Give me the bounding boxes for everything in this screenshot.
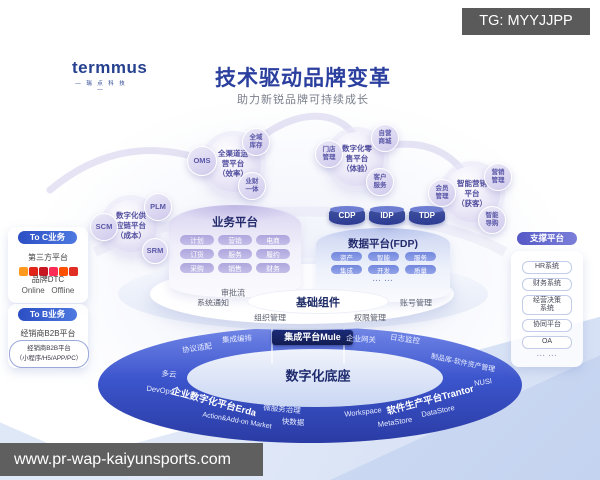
- to-b-header[interactable]: To B业务: [18, 308, 77, 321]
- inventory-circle[interactable]: 全域 库存: [242, 128, 270, 156]
- more-dots: ... ...: [372, 276, 394, 283]
- finance-business-circle[interactable]: 业财 一体: [238, 172, 266, 200]
- srm-circle[interactable]: SRM: [142, 238, 168, 264]
- cylinder-top: [330, 206, 364, 213]
- business-platform-cylinder: 业务平台 计划 营销 电商 订货 服务 履约 采购 销售 财务: [169, 205, 301, 297]
- ring-label: 多云: [161, 368, 177, 380]
- mule-integration-chip[interactable]: 集成平台Mule: [272, 330, 353, 345]
- module-pill[interactable]: 订货: [180, 249, 214, 259]
- support-item-hr[interactable]: HR系统: [522, 261, 572, 274]
- cylinder-label: CDP: [338, 211, 356, 220]
- base-components-title: 基础组件: [296, 296, 340, 309]
- support-item-decision[interactable]: 经营决策 系统: [522, 295, 572, 315]
- base-component-label: 账号管理: [400, 298, 432, 308]
- base-component-label: 组织管理: [254, 313, 286, 323]
- module-pill[interactable]: 采购: [180, 263, 214, 273]
- page-subtitle: 助力新锐品牌可持续成长: [237, 94, 369, 106]
- cylinder-top: [410, 206, 444, 213]
- app-icon[interactable]: [38, 267, 48, 276]
- module-pill[interactable]: 履约: [256, 249, 290, 259]
- ring-label: 快数据: [281, 416, 305, 428]
- tdp-cylinder[interactable]: TDP: [409, 206, 445, 225]
- self-mall-circle[interactable]: 自营 商城: [371, 124, 399, 152]
- module-pill[interactable]: 计划: [180, 235, 214, 245]
- module-pill[interactable]: 智能: [368, 252, 399, 262]
- app-icon[interactable]: [58, 267, 68, 276]
- ring-label: 集成编排: [221, 333, 253, 345]
- cylinder-label: IDP: [380, 211, 394, 220]
- logo: termmus — 瑞 点 科 技 —: [72, 58, 148, 93]
- third-party-label: 第三方平台: [28, 253, 68, 262]
- module-pill[interactable]: 财务: [256, 263, 290, 273]
- support-item-oa[interactable]: OA: [522, 336, 572, 349]
- module-pill[interactable]: 资产: [331, 252, 362, 262]
- module-pill[interactable]: 服务: [405, 252, 436, 262]
- app-icon[interactable]: [68, 267, 78, 276]
- scm-circle[interactable]: SCM: [90, 213, 118, 241]
- app-icon[interactable]: [18, 267, 28, 276]
- business-platform-title: 业务平台: [212, 217, 258, 229]
- store-management-circle[interactable]: 门店 管理: [315, 140, 343, 168]
- idp-cylinder[interactable]: IDP: [369, 206, 405, 225]
- url-watermark-bar: www.pr-wap-kaiyunsports.com: [0, 443, 263, 476]
- module-pill[interactable]: 营销: [218, 235, 252, 245]
- cylinder-top: [370, 206, 404, 213]
- plm-circle[interactable]: PLM: [144, 193, 172, 221]
- support-item-collab[interactable]: 协同平台: [522, 319, 572, 332]
- base-component-label: 系统通知: [197, 298, 229, 308]
- customer-service-circle[interactable]: 客户 服务: [366, 168, 394, 196]
- cylinder-label: TDP: [419, 211, 435, 220]
- online-label: Online: [21, 286, 45, 295]
- logo-wordmark: termmus: [72, 58, 148, 77]
- data-platform-title: 数据平台(FDP): [348, 238, 418, 250]
- offline-label: Offline: [51, 286, 75, 295]
- b2b-platform-pill[interactable]: 经销商B2B平台 （小程序/H5/APP/PC）: [9, 340, 89, 368]
- base-component-label: 审批流: [221, 288, 245, 298]
- support-item-finance[interactable]: 财务系统: [522, 278, 572, 291]
- to-c-header[interactable]: To C业务: [18, 231, 77, 244]
- page-title: 技术驱动品牌变革: [215, 67, 391, 90]
- module-pill[interactable]: 集成: [331, 265, 362, 275]
- brand-dtc-label: 品牌DTC: [31, 275, 65, 284]
- tg-watermark-badge: TG: MYYJJPP: [462, 8, 590, 35]
- third-party-app-icons: [8, 263, 88, 281]
- module-pill[interactable]: 电商: [256, 235, 290, 245]
- online-offline-row: Online Offline: [8, 286, 88, 295]
- smart-guide-circle[interactable]: 智能 导购: [478, 206, 506, 234]
- digital-foundation-title: 数字化底座: [285, 368, 351, 384]
- business-platform-pills: 计划 营销 电商 订货 服务 履约 采购 销售 财务: [180, 235, 290, 273]
- base-components-ellipse: 基础组件: [247, 289, 389, 314]
- ring-label: 企业网关: [345, 333, 377, 345]
- module-pill[interactable]: 销售: [218, 263, 252, 273]
- support-platform-header[interactable]: 支撑平台: [517, 232, 577, 245]
- data-platform-pills: 资产 智能 服务 集成 开发 质量: [331, 252, 436, 275]
- base-component-label: 权限管理: [354, 313, 386, 323]
- support-platform-card: HR系统 财务系统 经营决策 系统 协同平台 OA ... ...: [511, 251, 583, 367]
- oms-circle[interactable]: OMS: [187, 146, 217, 176]
- module-pill[interactable]: 服务: [218, 249, 252, 259]
- module-pill[interactable]: 开发: [368, 265, 399, 275]
- app-icon[interactable]: [48, 267, 58, 276]
- app-icon[interactable]: [28, 267, 38, 276]
- logo-company-name: — 瑞 点 科 技 —: [75, 81, 127, 93]
- more-dots: ... ...: [536, 351, 558, 358]
- module-pill[interactable]: 质量: [405, 265, 436, 275]
- member-management-circle[interactable]: 会员 管理: [428, 179, 456, 207]
- cdp-cylinder[interactable]: CDP: [329, 206, 365, 225]
- b2b-label: 经销商B2B平台: [20, 329, 76, 338]
- marketing-management-circle[interactable]: 营销 管理: [484, 163, 512, 191]
